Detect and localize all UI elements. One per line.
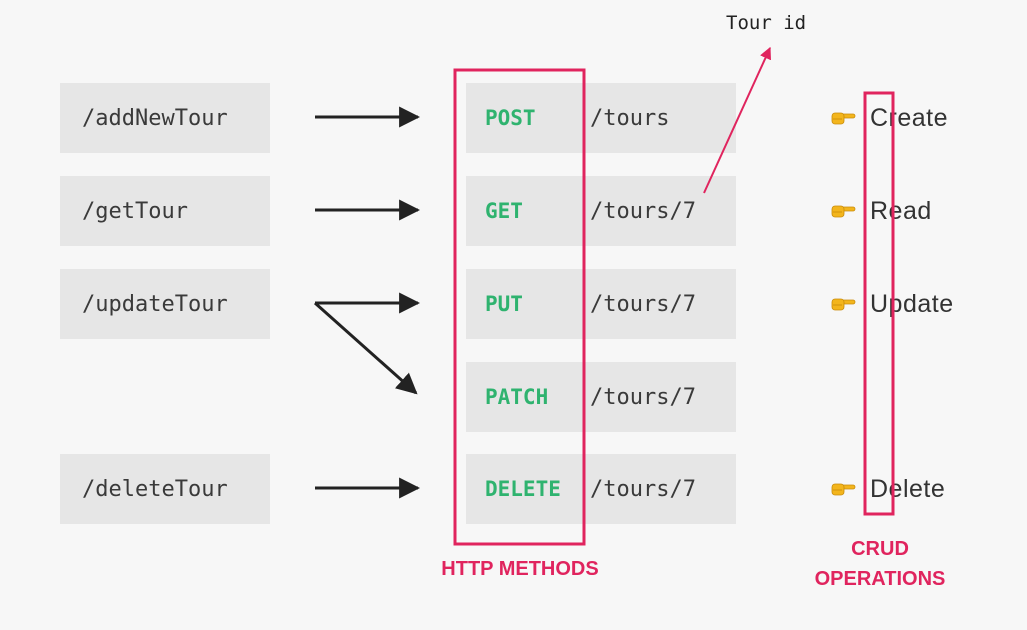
http-methods-highlight: [453, 68, 586, 546]
old-endpoint-label: /addNewTour: [82, 105, 228, 131]
endpoint-path: /tours/7: [590, 291, 696, 317]
pointing-hand-icon: [831, 112, 856, 125]
crud-label: Delete: [870, 474, 946, 503]
rest-endpoint-put: PUT /tours/7: [466, 269, 736, 339]
endpoint-path: /tours/7: [590, 384, 696, 410]
crud-update: Update: [830, 269, 954, 339]
endpoint-path: /tours/7: [590, 476, 696, 502]
rest-endpoint-get: GET /tours/7: [466, 176, 736, 246]
pointing-hand-icon: [831, 298, 856, 311]
endpoint-path: /tours: [590, 105, 670, 131]
crud-read: Read: [830, 176, 932, 246]
tour-id-arrow: [703, 46, 771, 194]
old-endpoint-add: /addNewTour: [60, 83, 270, 153]
http-method: GET: [485, 199, 523, 223]
pointing-hand-icon: [831, 205, 856, 218]
old-endpoint-get: /getTour: [60, 176, 270, 246]
rest-endpoint-delete: DELETE /tours/7: [466, 454, 736, 524]
crud-create: Create: [830, 83, 948, 153]
http-method: POST: [485, 106, 536, 130]
old-endpoint-label: /updateTour: [82, 291, 228, 317]
mapping-arrow: [314, 301, 418, 395]
crud-label: Read: [870, 196, 932, 225]
http-methods-caption: HTTP METHODS: [441, 558, 599, 580]
http-method: PATCH: [485, 385, 549, 409]
old-endpoint-delete: /deleteTour: [60, 454, 270, 524]
crud-caption-line: CRUD: [851, 538, 909, 560]
rest-endpoint-patch: PATCH /tours/7: [466, 362, 736, 432]
old-endpoint-label: /deleteTour: [82, 476, 228, 502]
http-method: DELETE: [485, 477, 561, 501]
pointing-hand-icon: [831, 483, 856, 496]
crud-label: Create: [870, 103, 949, 132]
tour-id-annotation: Tour id: [726, 12, 807, 34]
old-endpoint-label: /getTour: [82, 198, 188, 224]
crud-operations-caption: CRUD OPERATIONS: [800, 534, 960, 594]
crud-caption-line: OPERATIONS: [814, 568, 946, 590]
crud-label: Update: [870, 289, 954, 318]
old-endpoint-update: /updateTour: [60, 269, 270, 339]
crud-delete: Delete: [830, 454, 945, 524]
rest-endpoint-post: POST /tours: [466, 83, 736, 153]
http-method: PUT: [485, 292, 523, 316]
endpoint-path: /tours/7: [590, 198, 696, 224]
crud-highlight: [863, 91, 895, 516]
